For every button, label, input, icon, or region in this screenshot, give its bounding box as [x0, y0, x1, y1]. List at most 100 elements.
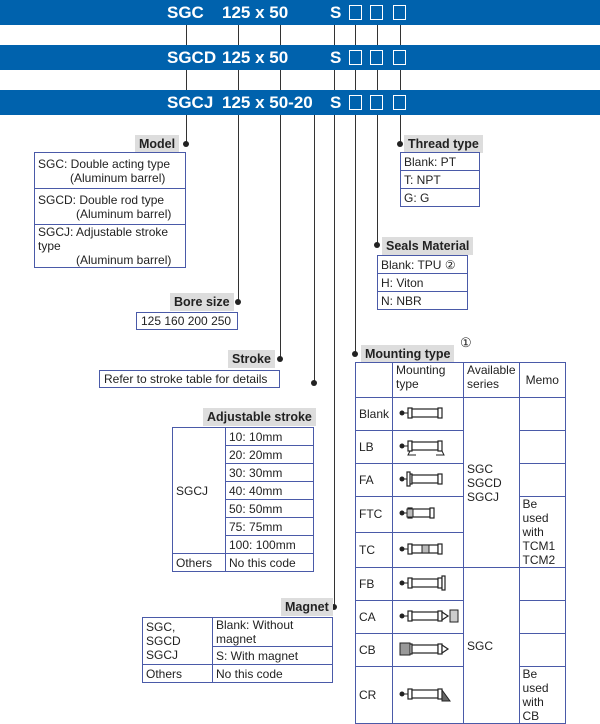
series-cell: SGC, SGCD SGCJ — [142, 617, 213, 665]
seal-option: H: Viton — [377, 273, 468, 292]
stroke-option: 40: 40mm — [225, 481, 314, 500]
stroke-option: 75: 75mm — [225, 517, 314, 536]
others-cell: Others — [142, 664, 213, 683]
memo — [518, 600, 567, 634]
placeholder-box — [393, 95, 406, 110]
series-code: SGCD — [167, 48, 217, 67]
model-label: Model — [135, 135, 180, 153]
foot-mount-icon — [392, 430, 465, 464]
mounting-row: FA — [354, 463, 567, 497]
mounting-code: FB — [354, 567, 394, 601]
adjustable-stroke-label: Adjustable stroke — [203, 408, 316, 426]
mounting-code: CA — [354, 600, 394, 634]
placeholder-box — [370, 95, 383, 110]
model-code-band-sgcj: SGCJ 125 x 50-20 S — [0, 90, 600, 115]
stroke-option: 20: 20mm — [225, 445, 314, 464]
thread-option: T: NPT — [400, 170, 480, 189]
mounting-code: FA — [354, 463, 394, 497]
model-row: SGCJ: Adjustable stroke type(Aluminum ba… — [34, 224, 186, 268]
mounting-row: TC — [354, 531, 566, 568]
mounting-code: Blank — [354, 397, 394, 431]
placeholder-box — [370, 50, 383, 65]
model-name: SGC: Double acting type — [38, 156, 171, 171]
model-code-band-sgcd: SGCD 125 x 50 S — [0, 45, 600, 70]
seal-option: Blank: TPU ② — [377, 255, 468, 274]
placeholder-box — [349, 95, 362, 110]
header-mounting-type: Mounting type — [392, 362, 465, 398]
memo — [518, 430, 567, 464]
stroke-option: 30: 30mm — [225, 463, 314, 482]
header-available-series: Available series — [463, 362, 520, 398]
placeholder-box — [349, 50, 362, 65]
mounting-code: CR — [354, 666, 394, 724]
size-code: 125 x 50-20 — [222, 93, 313, 112]
magnet-label: Magnet — [281, 598, 333, 616]
available-series: SGC SGCD SGCJ — [463, 397, 520, 568]
thread-type-label: Thread type — [404, 135, 483, 153]
magnet-option: S: With magnet — [212, 646, 333, 665]
stroke-option: 10: 10mm — [225, 427, 314, 446]
size-code: 125 x 50 — [222, 48, 289, 67]
thread-type-table: Blank: PT T: NPT G: G — [400, 152, 480, 207]
center-trunnion-icon — [392, 531, 465, 568]
magnet-code: S — [330, 48, 342, 67]
model-table: SGC: Double acting type(Aluminum barrel)… — [34, 152, 186, 268]
placeholder-box — [370, 5, 383, 20]
magnet-code: S — [330, 3, 342, 22]
stroke-option: 100: 100mm — [225, 535, 314, 554]
footnote-1: ① — [460, 335, 472, 350]
thread-option: Blank: PT — [400, 152, 480, 171]
stroke-option: 50: 50mm — [225, 499, 314, 518]
others-value: No this code — [225, 553, 314, 572]
model-row: SGC: Double acting type(Aluminum barrel) — [34, 152, 186, 189]
memo: Be used with CB — [518, 666, 567, 724]
mounting-code: LB — [354, 430, 394, 464]
model-name: SGCJ: Adjustable stroke type — [38, 225, 169, 253]
seals-material-table: Blank: TPU ② H: Viton N: NBR — [377, 255, 468, 310]
series-code: SGCJ — [167, 93, 214, 112]
bore-size-label: Bore size — [170, 293, 234, 311]
single-clevis-icon — [392, 600, 465, 634]
magnet-option: Blank: Without magnet — [212, 617, 333, 647]
model-note: (Aluminum barrel) — [76, 253, 172, 267]
model-name: SGCD: Double rod type — [38, 192, 165, 207]
model-note: (Aluminum barrel) — [70, 170, 166, 185]
model-row: SGCD: Double rod type(Aluminum barrel) — [34, 188, 186, 225]
front-flange-icon — [392, 463, 465, 497]
seal-option: N: NBR — [377, 291, 468, 310]
mounting-row: CA — [354, 600, 567, 634]
mounting-code: TC — [354, 531, 394, 568]
memo — [518, 397, 567, 431]
stroke-label: Stroke — [228, 350, 275, 368]
mounting-row: CR Be used with CB — [354, 666, 567, 724]
thread-option: G: G — [400, 188, 480, 207]
seal-option-text: Blank: TPU — [381, 257, 442, 272]
memo — [518, 633, 567, 667]
placeholder-box — [349, 5, 362, 20]
size-code: 125 x 50 — [222, 3, 289, 22]
footnote-2: ② — [444, 257, 456, 272]
placeholder-box — [393, 5, 406, 20]
mounting-row: CB — [354, 633, 567, 667]
mounting-type-label: Mounting type — [361, 345, 455, 363]
mounting-type-table: Mounting type Available series Memo Blan… — [354, 362, 567, 724]
mounting-row: LB — [354, 430, 567, 464]
mounting-code: CB — [354, 633, 394, 667]
mounting-row: FTC Be used with TCM1 TCM2 — [354, 496, 567, 568]
others-value: No this code — [212, 664, 333, 683]
model-code-band-sgc: SGC 125 x 50 S — [0, 0, 600, 25]
header-cell — [354, 362, 394, 398]
memo: Be used with TCM1 TCM2 — [518, 496, 567, 568]
stroke-value: Refer to stroke table for details — [99, 370, 280, 388]
basic-cylinder-icon — [392, 397, 465, 431]
clevis-bracket-icon — [392, 666, 465, 724]
series-cell: SGCJ — [172, 427, 226, 554]
model-note: (Aluminum barrel) — [76, 206, 172, 221]
seals-material-label: Seals Material — [382, 237, 474, 255]
memo — [518, 463, 567, 497]
placeholder-box — [393, 50, 406, 65]
memo — [518, 567, 567, 601]
mounting-code: FTC — [354, 496, 394, 533]
